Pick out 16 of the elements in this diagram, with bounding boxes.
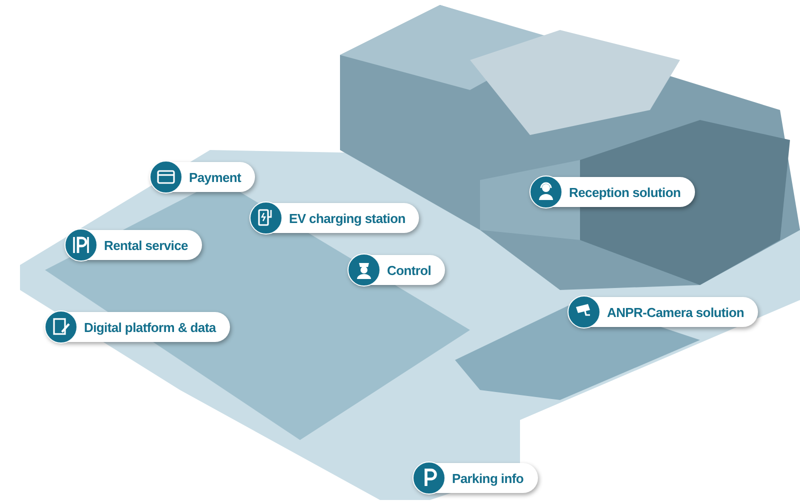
callout-label (530, 177, 695, 207)
callout-text: Control (386, 262, 432, 278)
callout-text: Reception solution (568, 184, 682, 200)
callout-text: Parking info (451, 470, 525, 486)
callout-label (348, 255, 446, 285)
callout-text: EV charging station (288, 210, 406, 226)
callout-text: Digital platform & data (83, 320, 218, 334)
callout-text: ANPR-Camera solution (606, 304, 746, 320)
callout-text: Rental service (103, 238, 189, 252)
callout-label (150, 162, 256, 192)
callout-label (65, 230, 202, 260)
callout-label (568, 297, 758, 327)
callout-label (45, 312, 230, 342)
callout-label (413, 463, 538, 493)
callout-text: Payment (188, 170, 242, 184)
callout-label (250, 203, 420, 233)
